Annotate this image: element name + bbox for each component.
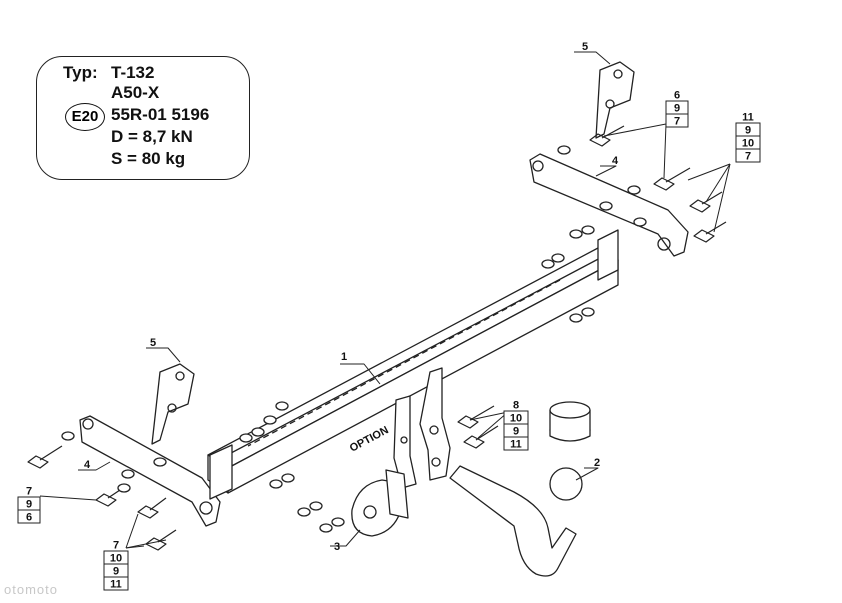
left-bracket-drawing [79, 415, 233, 527]
table-cell-mid: 8 [513, 400, 519, 412]
part-label-3: 3 [334, 541, 340, 553]
center-brackets-drawing [393, 367, 451, 489]
table-cell-left_bottom: 11 [110, 579, 122, 591]
table-cell-left_bottom: 10 [110, 553, 122, 565]
class-value: A50-X [111, 83, 160, 102]
table-cell-box [503, 436, 529, 451]
part-label-1: 1 [341, 351, 347, 363]
table-cell-mid: 11 [510, 439, 522, 451]
approval-number: 55R-01 5196 [111, 105, 210, 124]
table-cell-box [103, 576, 129, 591]
watermark: otomoto [4, 582, 58, 597]
table-cell-box [665, 113, 689, 128]
part-label-2: 2 [594, 457, 600, 469]
table-cell-top_right: 10 [742, 138, 754, 150]
plate-left-drawing [151, 363, 195, 445]
table-cell-top_right: 7 [745, 151, 751, 163]
type-value: T-132 [111, 63, 155, 82]
table-cell-top_mid: 9 [674, 103, 680, 115]
part-label-5-left: 5 [150, 337, 156, 349]
part-label-4-right: 4 [612, 155, 619, 167]
approval-mark: E20 [65, 103, 105, 131]
s-value: S = 80 kg [111, 149, 186, 168]
plate-right-drawing [595, 61, 635, 139]
part-label-4-left: 4 [84, 459, 91, 471]
type-label: Typ: [63, 63, 98, 82]
table-cell-top_right: 9 [745, 125, 751, 137]
nuts-drawing [61, 145, 647, 533]
table-cell-left_top: 7 [26, 486, 32, 498]
ball-neck-drawing [449, 401, 591, 577]
spec-box: Typ: T-132 A50-X E20 55R-01 5196 D = 8,7… [36, 56, 250, 180]
table-cell-top_mid: 7 [674, 116, 680, 128]
table-cell-left_bottom: 9 [113, 566, 119, 578]
table-cell-box [735, 148, 761, 163]
table-cell-top_right: 11 [742, 112, 754, 124]
option-label: OPTION [348, 424, 391, 454]
table-cell-top_mid: 6 [674, 90, 680, 102]
bolts-drawing [27, 125, 727, 551]
socket-plate-drawing [351, 469, 409, 537]
table-cell-mid: 9 [513, 426, 519, 438]
d-value: D = 8,7 kN [111, 127, 193, 146]
main-bar-drawing [207, 247, 619, 494]
table-cell-box [17, 509, 41, 524]
table-cell-left_top: 6 [26, 512, 32, 524]
part-label-5-right: 5 [582, 41, 588, 53]
leader-lines [39, 51, 731, 549]
table-cell-left_bottom: 7 [113, 540, 119, 552]
table-cell-left_top: 9 [26, 499, 32, 511]
table-cell-mid: 10 [510, 413, 522, 425]
